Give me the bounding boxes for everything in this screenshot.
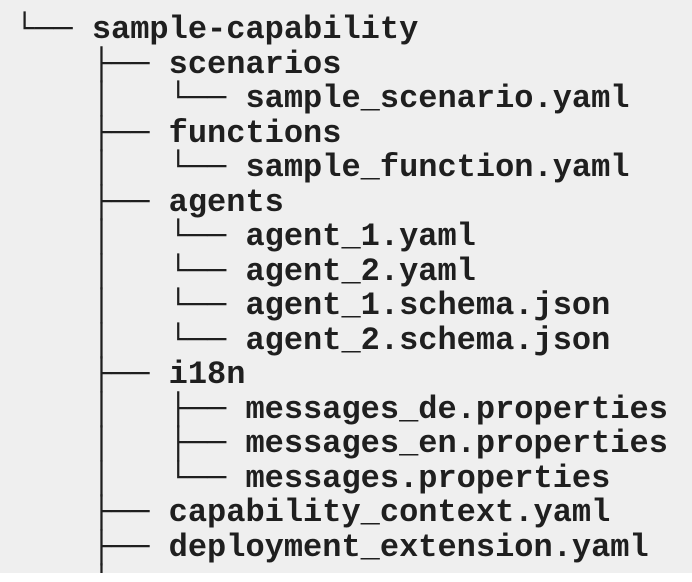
tree-node-label: deployment_extension.yaml [168, 528, 649, 566]
tree-row-deployment-extension-yaml: ├── deployment_extension.yaml [15, 528, 692, 566]
tree-node-label: messages_en.properties [245, 425, 668, 462]
tree-node-label: capability_context.yaml [168, 494, 611, 531]
tree-branch-prefix: │ └── [15, 252, 246, 290]
tree-node-label: agent_1.schema.json [245, 287, 611, 324]
tree-branch-prefix: │ └── [15, 80, 246, 117]
tree-branch-prefix: │ └── [15, 287, 246, 324]
tree-node-label: messages.properties [245, 459, 611, 497]
tree-node-label: agent_2.schema.json [245, 321, 611, 359]
tree-branch-prefix: ├── [15, 45, 169, 83]
tree-branch-prefix: │ ├── [15, 425, 246, 462]
tree-row-scenarios: ├── scenarios [15, 45, 692, 83]
tree-branch-prefix: │ ├── [15, 390, 246, 428]
tree-row-capability-context-yaml: ├── capability_context.yaml [15, 494, 692, 531]
tree-branch-prefix: │ └── [15, 218, 246, 255]
tree-branch-prefix: └── [15, 11, 92, 48]
tree-row-messages-properties: │ └── messages.properties [15, 459, 692, 497]
tree-node-label: agents [168, 183, 284, 221]
tree-row-agent-1-schema-json: │ └── agent_1.schema.json [15, 287, 692, 324]
tree-row-sample-function-yaml: │ └── sample_function.yaml [15, 149, 692, 186]
tree-row-sample-scenario-yaml: │ └── sample_scenario.yaml [15, 80, 692, 117]
tree-node-label: scenarios [168, 45, 342, 83]
tree-branch-prefix: ├── [15, 528, 169, 566]
tree-row-agent-2-schema-json: │ └── agent_2.schema.json [15, 321, 692, 359]
tree-node-label: agent_1.yaml [245, 218, 476, 255]
tree-node-label: functions [168, 114, 342, 152]
tree-row-messages-de-properties: │ ├── messages_de.properties [15, 390, 692, 428]
tree-branch-prefix: ├── [15, 494, 169, 531]
tree-branch-prefix: ├── [15, 183, 169, 221]
tree-branch-prefix: │ └── [15, 459, 246, 497]
tree-node-label: sample_function.yaml [245, 149, 630, 186]
tree-node-label: agent_2.yaml [245, 252, 476, 290]
tree-branch-prefix: ├── [15, 356, 169, 393]
tree-branch-prefix: ├── [15, 114, 169, 152]
file-tree: └── sample-capability ├── scenarios │ └─… [15, 11, 692, 573]
tree-row-continuation: │ [15, 563, 692, 573]
tree-row-messages-en-properties: │ ├── messages_en.properties [15, 425, 692, 462]
tree-branch-prefix: │ [15, 563, 111, 573]
tree-row-sample-capability: └── sample-capability [15, 11, 692, 48]
tree-branch-prefix: │ └── [15, 149, 246, 186]
tree-row-functions: ├── functions [15, 114, 692, 152]
tree-row-i18n: ├── i18n [15, 356, 692, 393]
tree-node-label: sample-capability [91, 11, 419, 48]
tree-row-agent-1-yaml: │ └── agent_1.yaml [15, 218, 692, 255]
tree-row-agents: ├── agents [15, 183, 692, 221]
tree-node-label: i18n [168, 356, 246, 393]
tree-row-agent-2-yaml: │ └── agent_2.yaml [15, 252, 692, 290]
tree-node-label: messages_de.properties [245, 390, 668, 428]
tree-node-label: sample_scenario.yaml [245, 80, 630, 117]
tree-branch-prefix: │ └── [15, 321, 246, 359]
